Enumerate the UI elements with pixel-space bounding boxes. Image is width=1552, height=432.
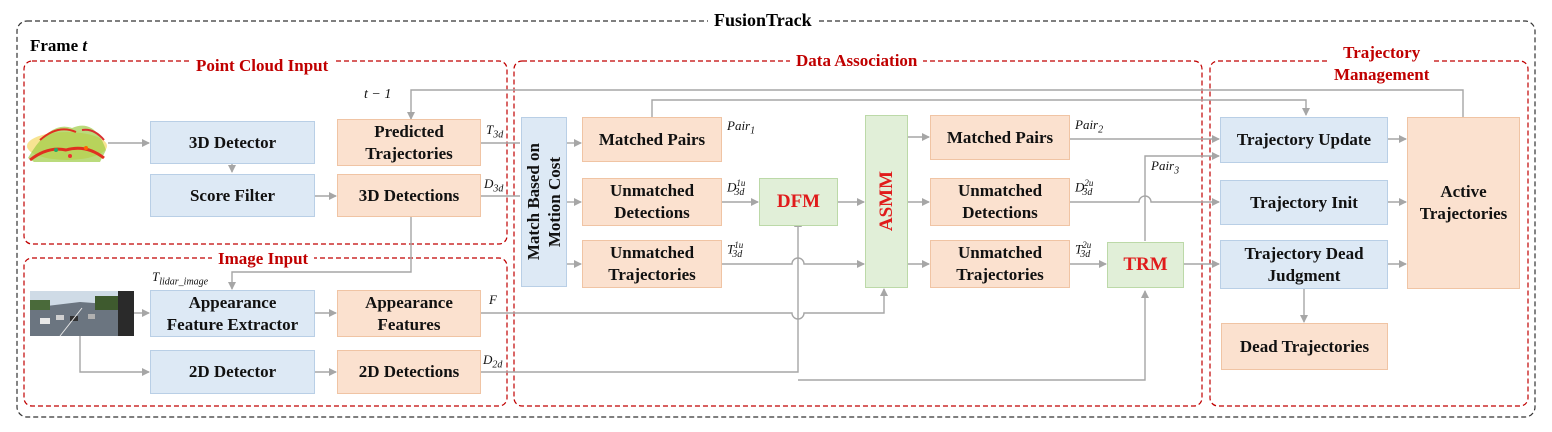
pair1-label: Pair1 xyxy=(727,118,756,137)
dfm-module: DFM xyxy=(759,178,838,226)
trajectory-management-title: Trajectory Management xyxy=(1330,42,1434,86)
detector-2d-box: 2D Detector xyxy=(150,350,315,394)
unmatched-detections-2-box: Unmatched Detections xyxy=(930,178,1070,226)
matched-pairs-2-box: Matched Pairs xyxy=(930,115,1070,160)
trm-module: TRM xyxy=(1107,242,1184,288)
pair2-label: Pair2 xyxy=(1075,117,1104,136)
t3d-label: T3d xyxy=(486,122,504,141)
matched-pairs-1-box: Matched Pairs xyxy=(582,117,722,162)
score-filter-box: Score Filter xyxy=(150,174,315,217)
detections-3d-box: 3D Detections xyxy=(337,174,481,217)
camera-image-thumbnail xyxy=(30,291,134,337)
frame-label: Frame t xyxy=(30,36,88,55)
pair3-label: Pair3 xyxy=(1151,158,1180,177)
asmm-label: ASMM xyxy=(875,171,897,232)
trajectory-dead-judgment-box: Trajectory Dead Judgment xyxy=(1220,240,1388,289)
t-lidar-image-label: Tlidar_image xyxy=(152,269,209,288)
trajectory-update-box: Trajectory Update xyxy=(1220,117,1388,163)
motion-match-label: Match Based on Motion Cost xyxy=(524,143,564,261)
f-label: F xyxy=(489,292,497,307)
d2d-label: D2d xyxy=(483,352,503,371)
trajectory-init-box: Trajectory Init xyxy=(1220,180,1388,225)
t3d-1u-label: T1u3d xyxy=(727,240,744,260)
diagram-title: FusionTrack xyxy=(708,10,818,31)
t3d-2u-label: T2u3d xyxy=(1075,240,1092,260)
d3d-2u-label: D2u3d xyxy=(1075,178,1094,198)
appearance-features-box: Appearance Features xyxy=(337,290,481,337)
unmatched-trajectories-2-box: Unmatched Trajectories xyxy=(930,240,1070,288)
unmatched-trajectories-1-box: Unmatched Trajectories xyxy=(582,240,722,288)
point-cloud-title: Point Cloud Input xyxy=(190,56,335,76)
detector-3d-box: 3D Detector xyxy=(150,121,315,164)
detections-2d-box: 2D Detections xyxy=(337,350,481,394)
unmatched-detections-1-box: Unmatched Detections xyxy=(582,178,722,226)
dead-trajectories-box: Dead Trajectories xyxy=(1221,323,1388,370)
d3d-1u-label: D1u3d xyxy=(727,178,746,198)
association-frame xyxy=(513,60,1203,407)
asmm-module: ASMM xyxy=(865,115,908,288)
active-trajectories-box: Active Trajectories xyxy=(1407,117,1520,289)
time-label: t − 1 xyxy=(364,87,392,102)
appearance-extractor-box: Appearance Feature Extractor xyxy=(150,290,315,337)
point-cloud-thumbnail xyxy=(27,125,107,162)
predicted-trajectories-box: Predicted Trajectories xyxy=(337,119,481,166)
motion-match-box: Match Based on Motion Cost xyxy=(521,117,567,287)
d3d-label: D3d xyxy=(484,176,504,195)
image-input-title: Image Input xyxy=(212,249,315,269)
data-association-title: Data Association xyxy=(790,51,924,71)
